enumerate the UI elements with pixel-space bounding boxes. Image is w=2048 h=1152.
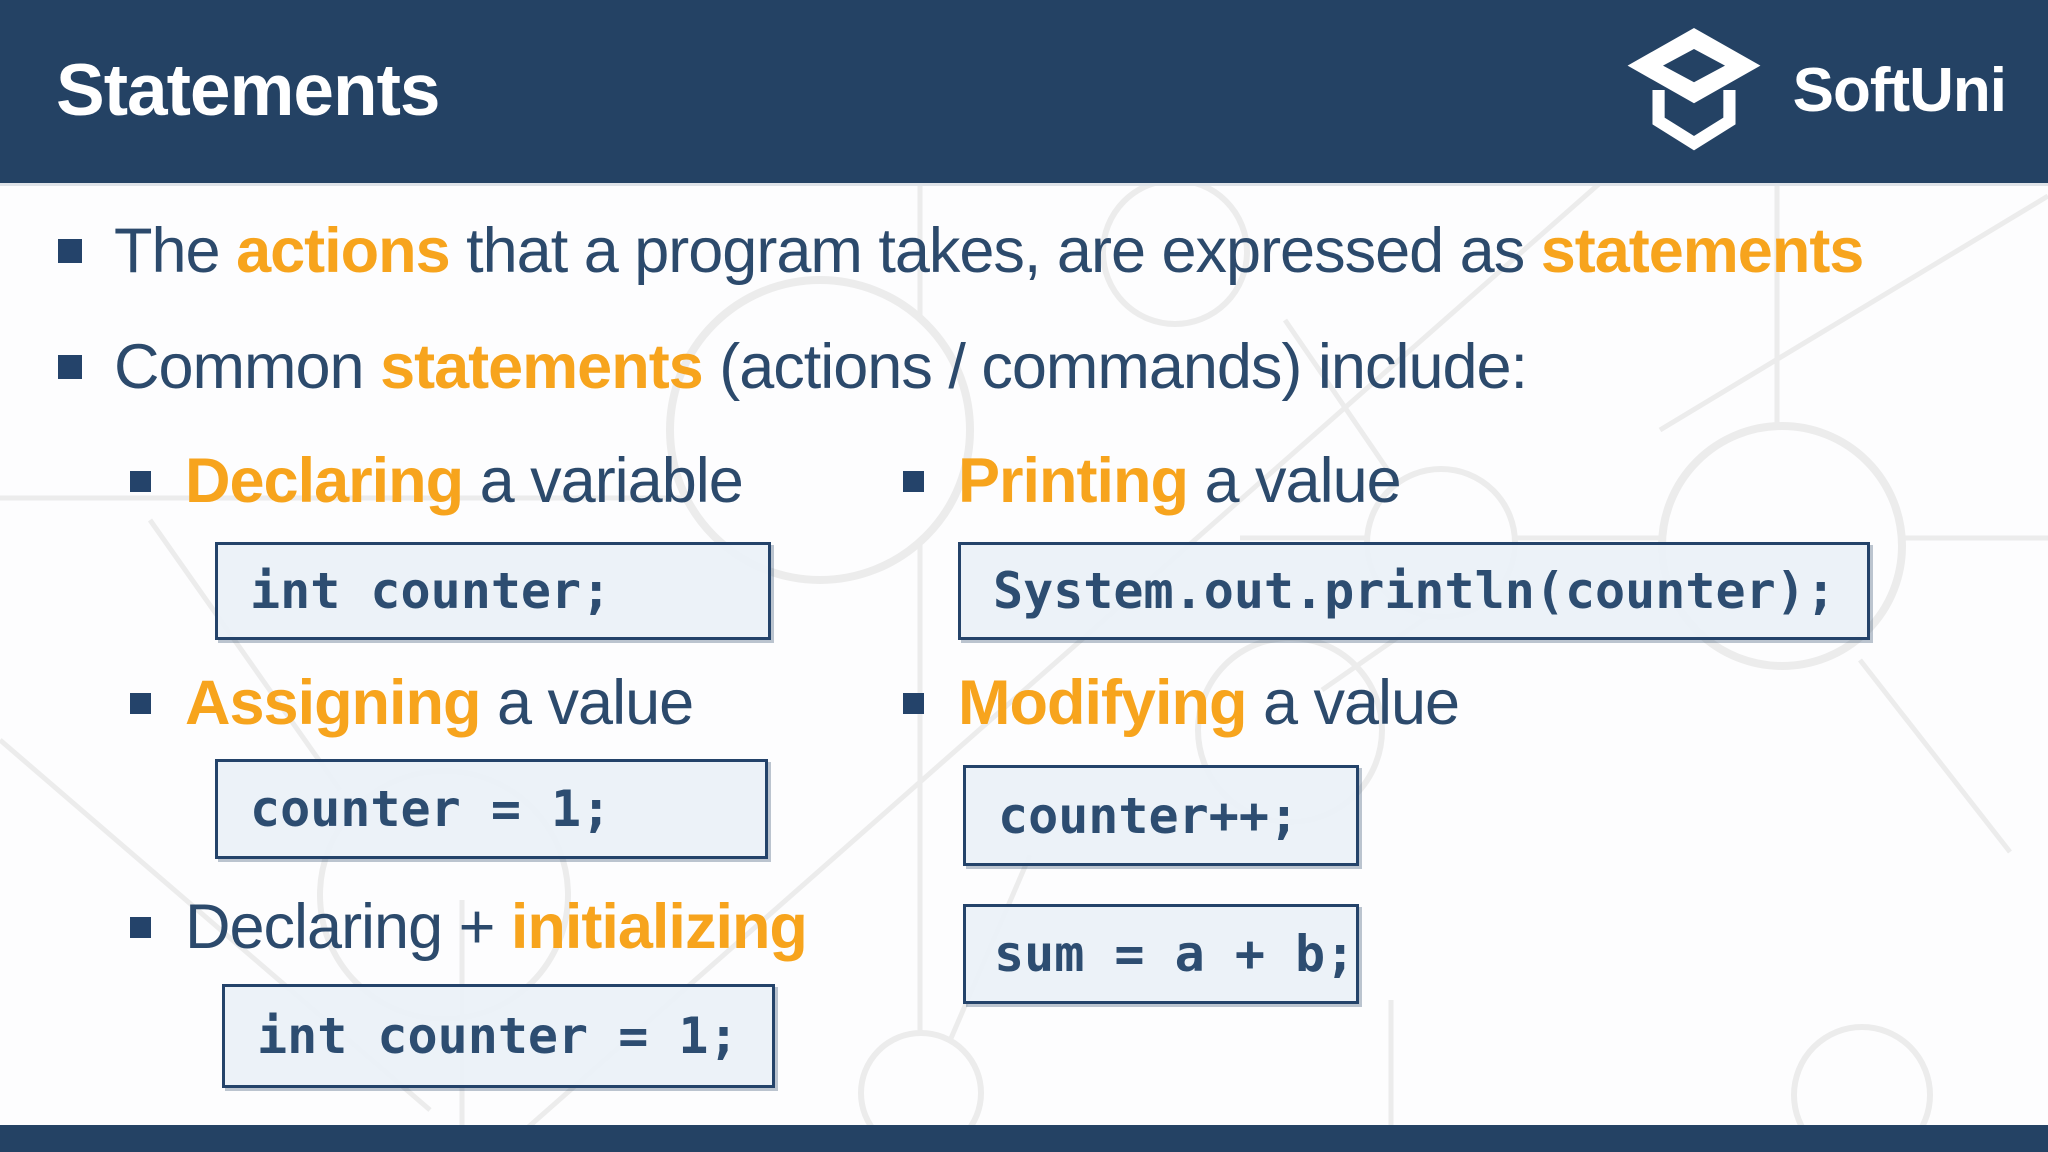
code-text: System.out.println(counter); xyxy=(993,562,1836,620)
bullet-marker-icon xyxy=(903,692,924,714)
bullet-accent-text: statements xyxy=(1540,216,1865,286)
page-title: Statements xyxy=(56,49,441,131)
subbullet-text: Declaring + xyxy=(185,892,511,962)
code-text: int counter; xyxy=(250,562,612,620)
subbullet-text: a value xyxy=(480,668,694,738)
code-box-increment: counter++; xyxy=(963,765,1359,866)
code-text: counter++; xyxy=(998,786,1300,845)
subbullet-declaring: Declaring a variable xyxy=(130,435,744,527)
code-box-declare: int counter; xyxy=(215,542,771,640)
bullet-text: (actions / commands) include: xyxy=(702,332,1528,402)
code-box-assign: counter = 1; xyxy=(215,759,768,859)
bullet-accent-text: statements xyxy=(380,332,704,402)
graduation-cap-icon xyxy=(1627,28,1761,151)
code-box-init: int counter = 1; xyxy=(222,984,775,1088)
bullet-text: The xyxy=(114,216,237,286)
footer-bar xyxy=(0,1125,2048,1152)
bullet-actions-statements: The actions that a program takes, are ex… xyxy=(58,205,1865,297)
subbullet-text: a value xyxy=(1187,446,1401,516)
subbullet-text: a variable xyxy=(463,446,744,516)
subbullet-initializing: Declaring + initializing xyxy=(130,881,808,973)
bullet-common-statements: Common statements (actions / commands) i… xyxy=(58,321,1528,413)
code-box-sum: sum = a + b; xyxy=(963,904,1359,1004)
bullet-marker-icon xyxy=(130,470,151,492)
bullet-text: that a program takes, are expressed as xyxy=(449,216,1541,286)
subbullet-accent-text: Assigning xyxy=(185,668,482,738)
bullet-marker-icon xyxy=(58,355,82,379)
code-box-print: System.out.println(counter); xyxy=(958,542,1870,640)
subbullet-assigning: Assigning a value xyxy=(130,657,694,749)
subbullet-printing: Printing a value xyxy=(903,435,1402,527)
bullet-marker-icon xyxy=(130,916,151,938)
bullet-marker-icon xyxy=(130,692,151,714)
logo-text: SoftUni xyxy=(1792,55,2007,125)
code-text: counter = 1; xyxy=(250,780,612,838)
subbullet-text: a value xyxy=(1246,668,1460,738)
code-text: int counter = 1; xyxy=(257,1007,739,1065)
code-text: sum = a + b; xyxy=(994,925,1356,983)
bullet-accent-text: actions xyxy=(236,216,451,286)
bullet-marker-icon xyxy=(58,239,82,263)
subbullet-accent-text: Printing xyxy=(958,446,1189,516)
subbullet-accent-text: Declaring xyxy=(185,446,464,516)
slide-header: Statements SoftUni xyxy=(0,0,2048,186)
softuni-logo: SoftUni xyxy=(1621,0,2007,180)
subbullet-accent-text: Modifying xyxy=(958,668,1247,738)
bullet-text: Common xyxy=(114,332,381,402)
bullet-marker-icon xyxy=(903,470,924,492)
subbullet-accent-text: initializing xyxy=(510,892,808,962)
subbullet-modifying: Modifying a value xyxy=(903,657,1460,749)
